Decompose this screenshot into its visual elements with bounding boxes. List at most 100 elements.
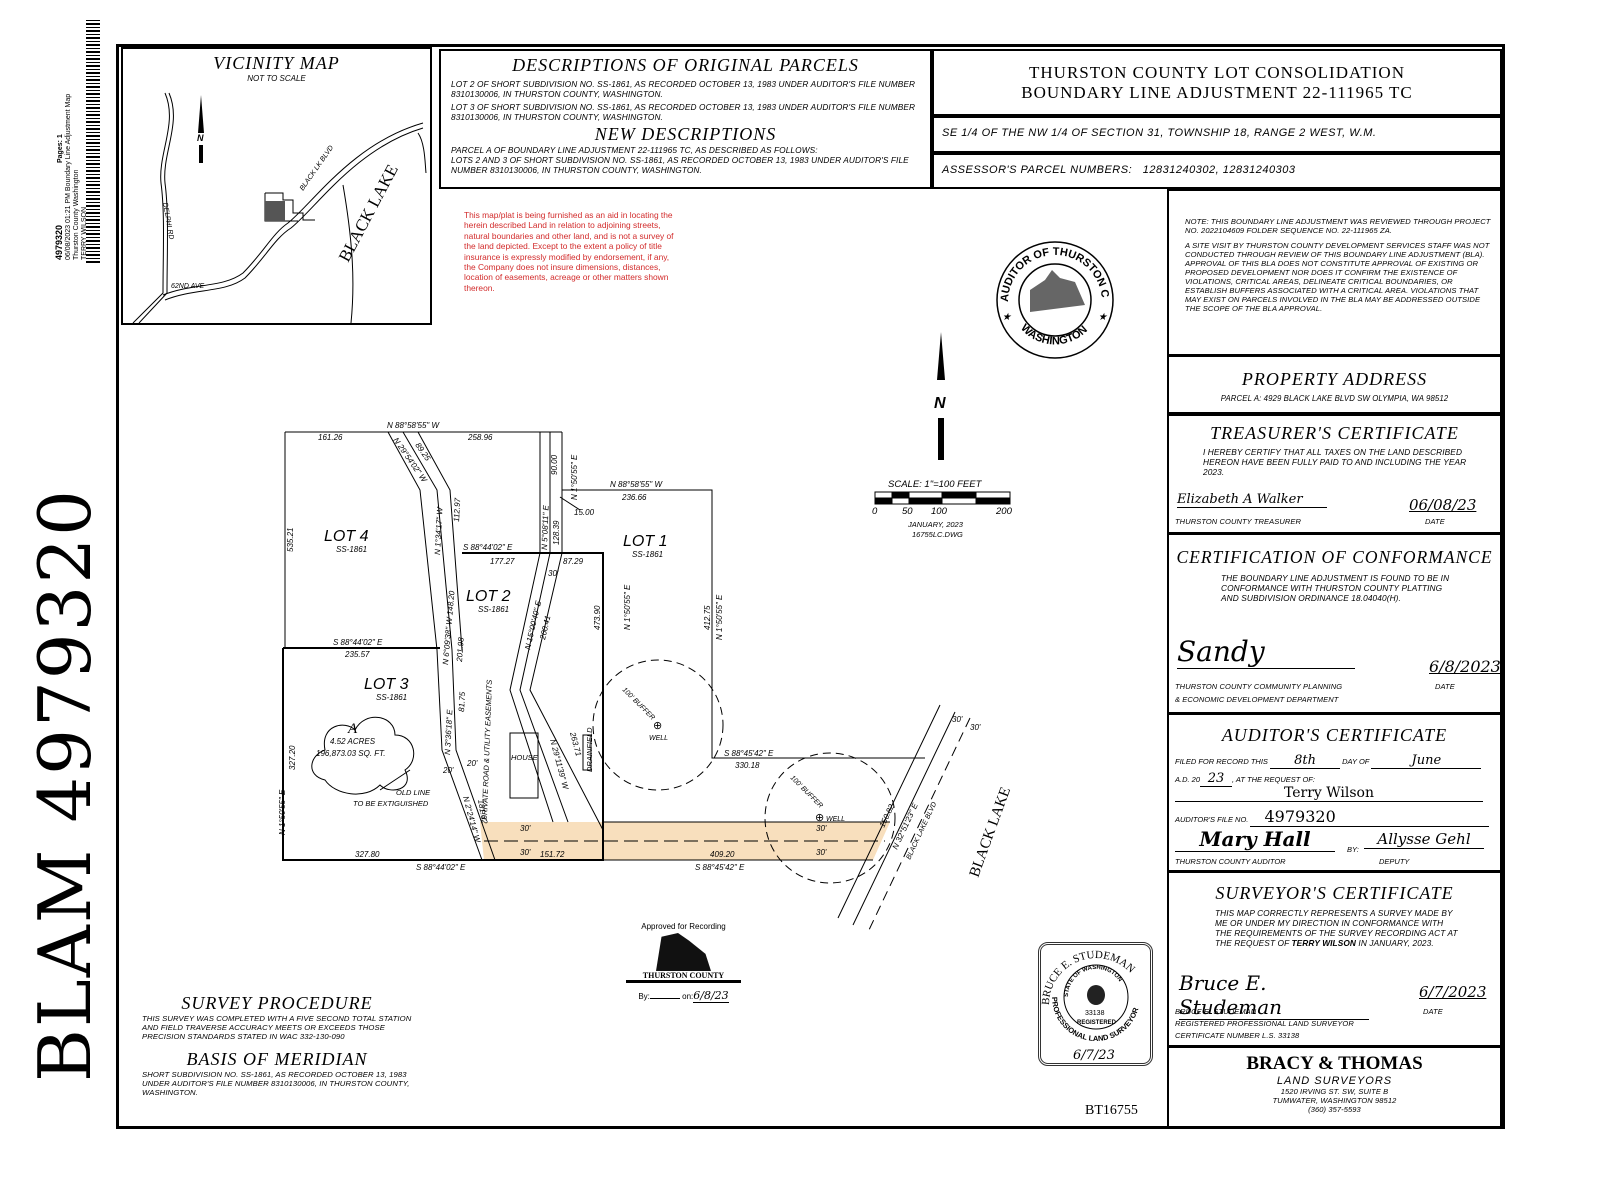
bearing-label: N 15°00'40" E bbox=[523, 599, 543, 650]
filed-month: June bbox=[1371, 753, 1482, 769]
star-icon: ★ bbox=[1098, 312, 1108, 323]
old-line-label: TO BE EXTIGUISHED bbox=[353, 799, 429, 808]
distance-label: 151.72 bbox=[540, 850, 565, 859]
surveyor-requester: TERRY WILSON bbox=[1291, 938, 1357, 948]
survey-procedure-text: THIS SURVEY WAS COMPLETED WITH A FIVE SE… bbox=[142, 1014, 412, 1041]
surveyor-signature: Bruce E. Studeman bbox=[1179, 971, 1369, 1020]
seal-registered: REGISTERED bbox=[1077, 1020, 1117, 1026]
well-label: WELL bbox=[649, 735, 668, 742]
distance-label: 15.00 bbox=[574, 508, 595, 517]
surveyor-title: SURVEYOR'S CERTIFICATE bbox=[1215, 883, 1454, 903]
firm-name: BRACY & THOMAS bbox=[1246, 1053, 1423, 1074]
lot-label: LOT 2 bbox=[466, 588, 511, 605]
request-label: , AT THE REQUEST OF: bbox=[1232, 775, 1315, 784]
road-label: 62ND AVE bbox=[171, 283, 205, 290]
house-label: HOUSE bbox=[511, 753, 539, 762]
property-address-title: PROPERTY ADDRESS bbox=[1241, 369, 1428, 389]
property-address-box: PROPERTY ADDRESS PARCEL A: 4929 BLACK LA… bbox=[1167, 355, 1502, 414]
bearing-label: S 88°44'02" E bbox=[333, 638, 383, 647]
firm-subtitle: LAND SURVEYORS bbox=[1276, 1075, 1393, 1087]
distance-label: 473.90 bbox=[593, 605, 602, 630]
auditor-signature: Mary Hall bbox=[1175, 827, 1335, 852]
original-description: LOT 2 OF SHORT SUBDIVISION NO. SS-1861, … bbox=[451, 79, 916, 99]
house-outline bbox=[509, 732, 539, 799]
scale-tick: 0 bbox=[872, 506, 878, 517]
filed-label: FILED FOR RECORD THIS bbox=[1175, 757, 1268, 766]
day-of-label: DAY OF bbox=[1342, 757, 1370, 766]
basis-of-meridian-title: BASIS OF MERIDIAN bbox=[186, 1049, 368, 1069]
title-line-2: BOUNDARY LINE ADJUSTMENT 22-111965 TC bbox=[1021, 83, 1413, 102]
bearing-label: S 88°44'02" E bbox=[416, 863, 466, 872]
descriptions-box: DESCRIPTIONS OF ORIGINAL PARCELS LOT 2 O… bbox=[439, 49, 932, 189]
distance-label: 181.32 bbox=[476, 799, 489, 825]
distance-label: 30' bbox=[952, 715, 963, 724]
approval-date: 6/8/23 bbox=[693, 989, 729, 1003]
original-descriptions-title: DESCRIPTIONS OF ORIGINAL PARCELS bbox=[512, 55, 859, 75]
distance-label: 235.57 bbox=[344, 650, 370, 659]
distance-label: 161.26 bbox=[318, 433, 343, 442]
survey-procedure: SURVEY PROCEDURE THIS SURVEY WAS COMPLET… bbox=[142, 993, 412, 1097]
star-icon: ★ bbox=[1002, 312, 1012, 323]
distance-label: 81.75 bbox=[457, 691, 467, 712]
surveyor-text-post: IN JANUARY, 2023. bbox=[1358, 938, 1434, 948]
lake-label: BLACK LAKE bbox=[967, 785, 1014, 879]
north-arrow-icon bbox=[937, 332, 945, 380]
date-label: DATE bbox=[1435, 682, 1455, 691]
scale-tick: 100 bbox=[931, 506, 948, 517]
filed-day: 8th bbox=[1270, 753, 1341, 769]
survey-procedure-title: SURVEY PROCEDURE bbox=[181, 993, 373, 1013]
surveyor-role: REGISTERED PROFESSIONAL LAND SURVEYOR bbox=[1175, 1019, 1354, 1028]
treasurer-signer-label: THURSTON COUNTY TREASURER bbox=[1175, 517, 1301, 526]
treasurer-certificate: TREASURER'S CERTIFICATE I HEREBY CERTIFY… bbox=[1167, 414, 1502, 534]
distance-label: 150.82 bbox=[878, 802, 897, 828]
auditor-title: AUDITOR'S CERTIFICATE bbox=[1221, 725, 1448, 745]
conformance-date: 6/8/2023 bbox=[1429, 657, 1501, 676]
distance-label: 30' bbox=[970, 723, 981, 732]
distance-label: 128.39 bbox=[552, 520, 561, 545]
distance-label: 327.80 bbox=[355, 850, 380, 859]
north-arrow-icon bbox=[198, 95, 204, 133]
distance-label: 535.21 bbox=[286, 528, 295, 552]
distance-label: 412.75 bbox=[703, 605, 712, 630]
private-road-label: PRIVATE ROAD & UTILITY EASEMENTS bbox=[480, 680, 494, 820]
note-project: NOTE: THIS BOUNDARY LINE ADJUSTMENT WAS … bbox=[1185, 217, 1491, 235]
distance-label: 20' bbox=[466, 759, 478, 768]
new-description: PARCEL A OF BOUNDARY LINE ADJUSTMENT 22-… bbox=[451, 145, 818, 155]
seal-date: 6/7/23 bbox=[1073, 1048, 1115, 1063]
lot-label: LOT 3 bbox=[364, 676, 409, 693]
old-line-label: OLD LINE bbox=[396, 788, 431, 797]
buffer-label: 100' BUFFER bbox=[621, 686, 656, 721]
bearing-label: S 88°44'02" E bbox=[463, 543, 513, 552]
conformance-certificate: CERTIFICATION OF CONFORMANCE THE BOUNDAR… bbox=[1167, 533, 1502, 714]
new-description: LOTS 2 AND 3 OF SHORT SUBDIVISION NO. SS… bbox=[451, 155, 909, 175]
north-label: N bbox=[934, 395, 946, 412]
scale-label: SCALE: 1"=100 FEET bbox=[888, 479, 983, 490]
distance-label: 327.20 bbox=[288, 745, 297, 770]
distance-label: 177.27 bbox=[490, 557, 515, 566]
seal-number: 33138 bbox=[1085, 1010, 1105, 1017]
bearing-label: N 1°50'55" E bbox=[278, 789, 287, 835]
auditor-file-no: 4979320 bbox=[1250, 807, 1490, 827]
distance-label: 90.00 bbox=[550, 454, 559, 475]
filed-year: 23 bbox=[1200, 771, 1233, 787]
bearing-label: N 6°09'38" W 148.20 bbox=[441, 590, 456, 665]
distance-label: 30' bbox=[520, 824, 531, 833]
bearing-label: N 88°58'55" W bbox=[610, 480, 663, 489]
conformance-signature: Sandy bbox=[1177, 635, 1355, 669]
bearing-label: N 1°34'17" W bbox=[433, 506, 445, 555]
conformance-signer-label: THURSTON COUNTY COMMUNITY PLANNING bbox=[1175, 682, 1343, 691]
approval-stamp: Approved for Recording THURSTON COUNTY B… bbox=[626, 922, 741, 1003]
vicinity-map-title: VICINITY MAP bbox=[213, 53, 340, 73]
well-buffer-circle bbox=[592, 659, 724, 791]
conformance-text: THE BOUNDARY LINE ADJUSTMENT IS FOUND TO… bbox=[1221, 573, 1450, 603]
well-icon: ⊕ bbox=[653, 720, 662, 732]
bearing-label: N 1°50'55" E bbox=[715, 594, 724, 640]
drawing-date: JANUARY, 2023 bbox=[907, 520, 964, 529]
north-label: N bbox=[197, 133, 204, 143]
date-label: DATE bbox=[1423, 1007, 1443, 1016]
parcel-numbers: ASSESSOR'S PARCEL NUMBERS: 12831240302, … bbox=[942, 164, 1296, 176]
distance-label: 30' bbox=[520, 848, 531, 857]
vicinity-map-subtitle: NOT TO SCALE bbox=[247, 74, 306, 83]
requester-name: Terry Wilson bbox=[1175, 785, 1483, 802]
county-logo bbox=[656, 933, 711, 971]
